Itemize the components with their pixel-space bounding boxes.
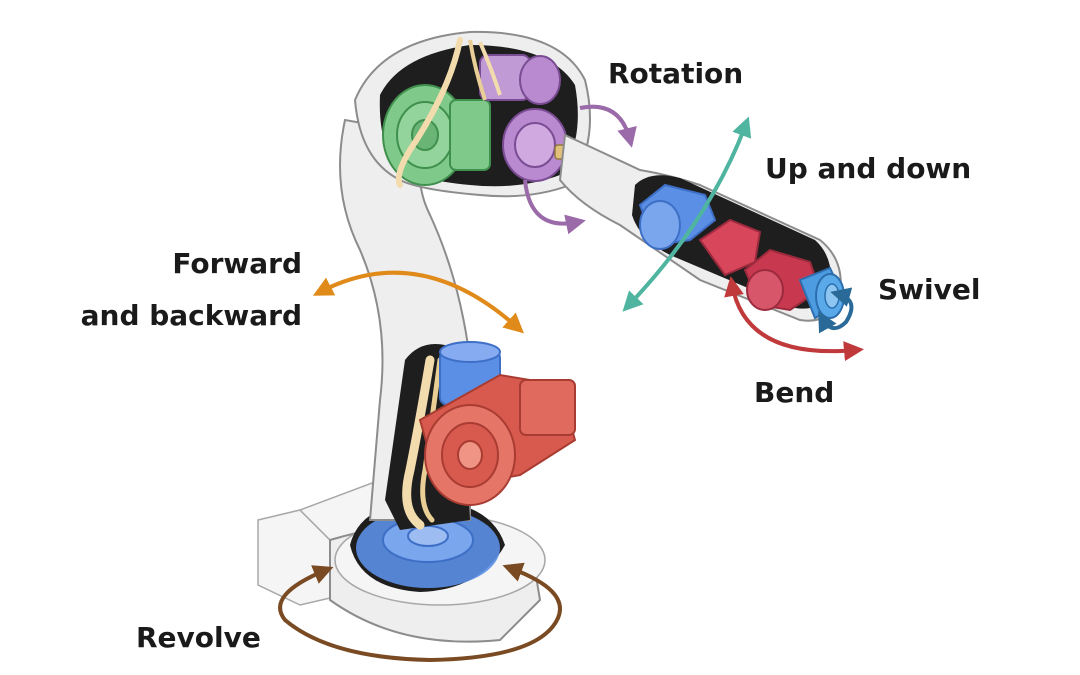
label-and-backward: and backward <box>81 299 302 332</box>
label-swivel: Swivel <box>878 273 980 306</box>
label-rotation: Rotation <box>608 57 743 90</box>
label-up-and-down: Up and down <box>765 152 971 185</box>
forward-backward-arrow <box>312 270 524 334</box>
rotation-arrow-lower <box>523 179 586 235</box>
elbow-housing <box>353 30 591 198</box>
up-and-down-arrow <box>622 116 752 312</box>
bend-arrow <box>724 276 864 362</box>
rotation-arrow-upper <box>579 104 637 148</box>
revolve-arrow <box>278 562 562 663</box>
label-forward: Forward <box>172 247 302 280</box>
swivel-arrow <box>818 287 854 334</box>
label-revolve: Revolve <box>136 621 261 654</box>
label-bend: Bend <box>754 376 834 409</box>
shoulder-motor-red <box>418 373 577 506</box>
